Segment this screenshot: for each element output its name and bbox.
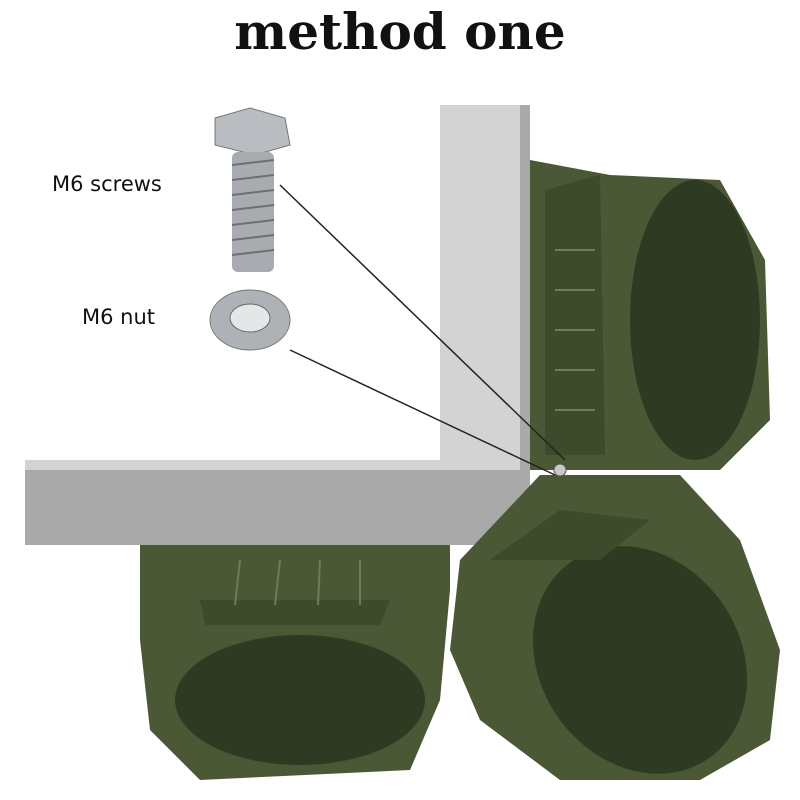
nut-label: M6 nut [82,305,156,329]
planter-right [530,160,770,470]
planter-middle [450,475,780,780]
shelf-board [25,105,530,545]
pointer-lines [279,184,566,476]
fastener-point [553,463,567,477]
nut-icon [209,289,291,351]
screw-label: M6 screws [52,172,162,196]
bolt-icon [214,107,291,272]
planter-left [140,545,450,780]
page-title: method one [234,2,566,61]
